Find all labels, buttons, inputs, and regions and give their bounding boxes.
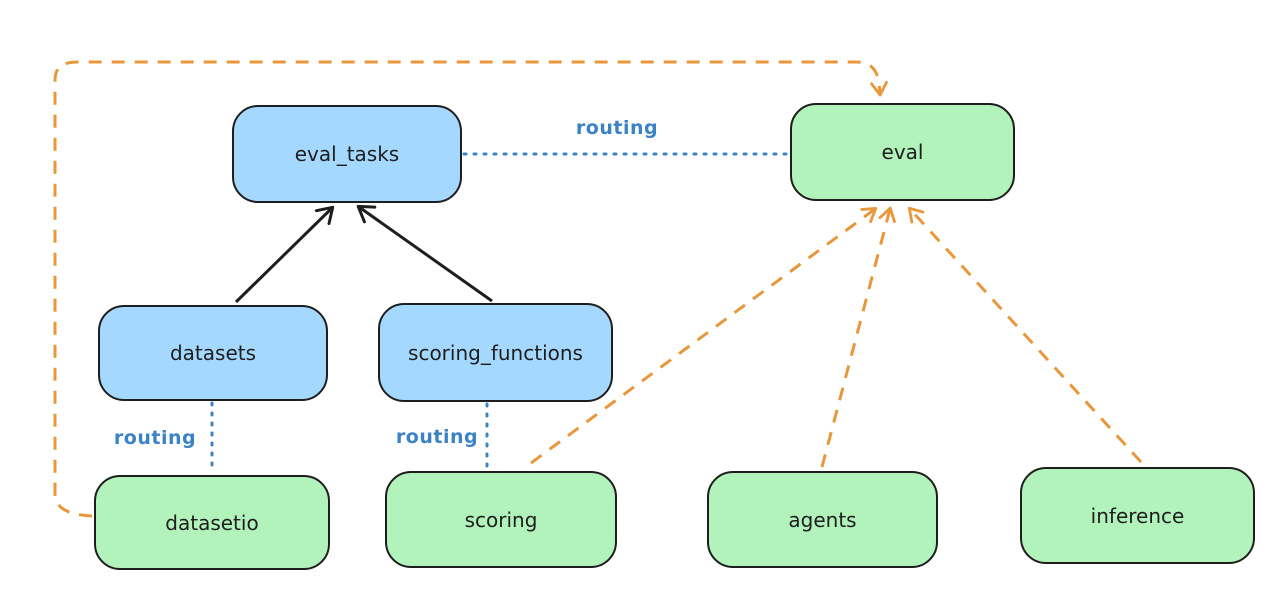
- edge-datasets-eval_tasks: [234, 205, 335, 304]
- node-datasets: datasets: [98, 305, 328, 401]
- node-datasetio: datasetio: [94, 475, 330, 570]
- node-agents: agents: [707, 471, 938, 568]
- node-label: inference: [1090, 503, 1185, 528]
- node-label: scoring: [464, 507, 538, 532]
- edge-scoring-eval: [530, 207, 878, 465]
- node-label: datasetio: [165, 510, 259, 535]
- edge-label-routing-top: routing: [575, 117, 659, 139]
- node-scoring_functions: scoring_functions: [378, 303, 613, 402]
- node-eval_tasks: eval_tasks: [232, 105, 462, 203]
- node-scoring: scoring: [385, 471, 617, 568]
- node-label: scoring_functions: [408, 340, 583, 365]
- edge-label-routing-scoring: routing: [395, 426, 479, 448]
- node-label: datasets: [169, 341, 257, 365]
- node-eval: eval: [790, 103, 1015, 201]
- node-label: agents: [788, 507, 857, 532]
- edge-scoring_functions-eval_tasks: [356, 204, 493, 303]
- node-label: eval_tasks: [294, 142, 400, 166]
- node-inference: inference: [1020, 467, 1255, 564]
- edge-datasetio-eval: [53, 60, 888, 518]
- edge-inference-eval: [907, 206, 1143, 464]
- node-label: eval: [881, 140, 924, 164]
- edge-label-routing-datasets: routing: [113, 427, 197, 449]
